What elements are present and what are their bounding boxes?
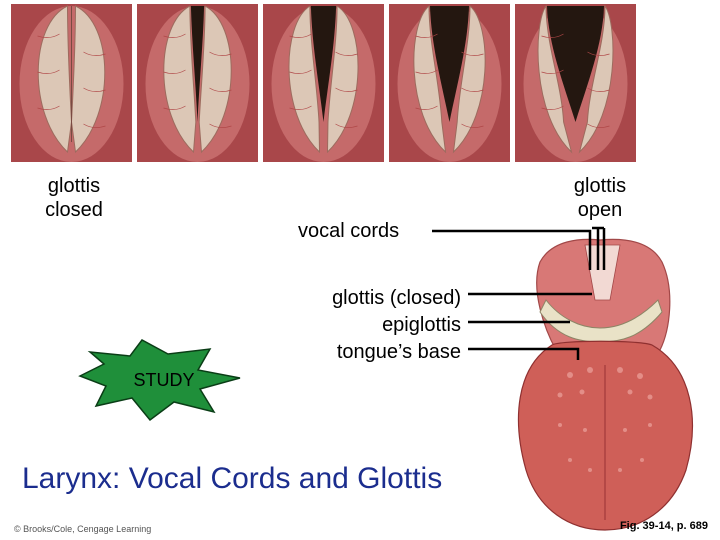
label-glottis-open: glottis open: [573, 175, 627, 221]
study-badge-text: STUDY: [133, 370, 194, 390]
label-vocal-cords: vocal cords: [298, 220, 400, 242]
leader-tongue-base: [468, 347, 580, 360]
glottis-photo-5: [515, 4, 636, 162]
glottis-photo-3: [263, 4, 384, 162]
tongue-shape: [517, 340, 693, 531]
label-glottis-closed: glottis closed: [45, 175, 103, 221]
study-badge: STUDY: [78, 339, 241, 422]
label-epiglottis: epiglottis: [382, 314, 461, 336]
tongue-larynx-illustration: [517, 238, 693, 531]
label-glottis-closed-lower: glottis (closed): [332, 287, 461, 309]
epiglottis-shape: [539, 299, 663, 343]
glottis-photo-1: [11, 4, 132, 162]
glottis-opening: [584, 244, 621, 301]
leader-vocal-cords: [432, 229, 592, 270]
pharynx-shape: [536, 238, 671, 351]
figure-reference: Fig. 39-14, p. 689: [619, 520, 708, 532]
label-tongue-base: tongue’s base: [336, 341, 461, 363]
glottis-photo-4: [389, 4, 510, 162]
glottis-photo-2: [137, 4, 258, 162]
copyright-credit: © Brooks/Cole, Cengage Learning: [14, 524, 152, 534]
figure-title: Larynx: Vocal Cords and Glottis: [22, 462, 443, 495]
